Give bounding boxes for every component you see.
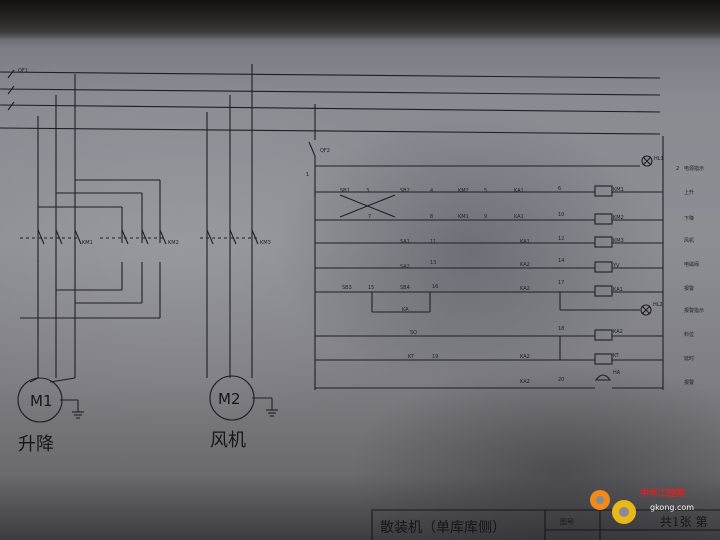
watermark-cn: 中华工控网: [640, 487, 685, 499]
watermark-url: gkong.com: [650, 503, 694, 512]
gear-logo-icon: [590, 490, 636, 524]
